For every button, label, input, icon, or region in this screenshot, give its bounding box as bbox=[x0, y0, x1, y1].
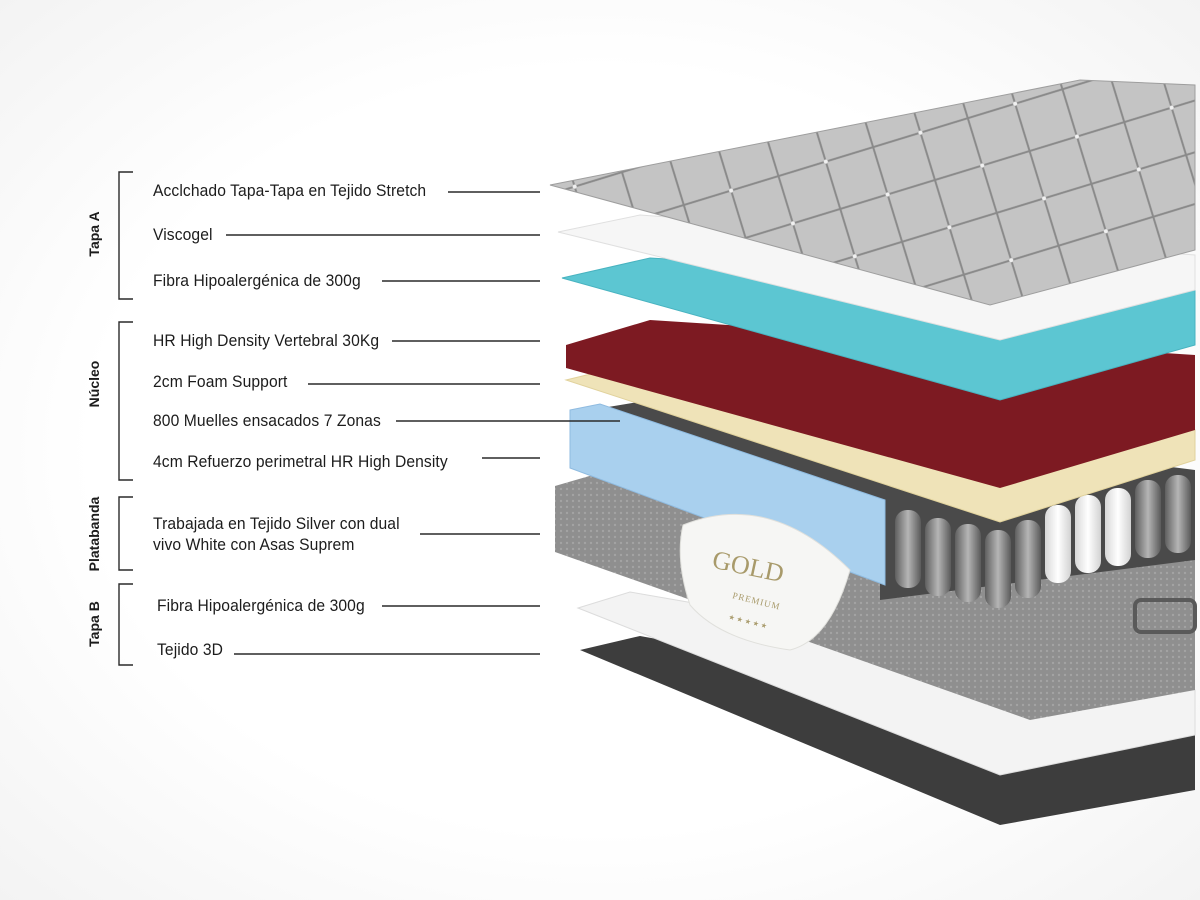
spring-coil bbox=[1165, 475, 1191, 553]
springs bbox=[895, 475, 1191, 608]
springs-area bbox=[590, 400, 1195, 600]
group-label-platabanda: Platabanda bbox=[86, 496, 102, 572]
handle bbox=[1133, 598, 1197, 634]
gold-badge bbox=[679, 513, 851, 651]
layer-label-foam-support: 2cm Foam Support bbox=[153, 372, 288, 391]
layer-fiber-bottom bbox=[576, 591, 1196, 776]
spring-coil bbox=[1105, 488, 1131, 566]
layer-label-tejido-3d: Tejido 3D bbox=[157, 640, 224, 659]
spring-coil bbox=[1135, 480, 1161, 558]
layer-label-perimeter: 4cm Refuerzo perimetral HR High Density bbox=[153, 452, 448, 471]
spring-coil bbox=[895, 510, 921, 588]
layer-label-viscogel: Viscogel bbox=[153, 225, 213, 244]
spring-coil bbox=[925, 518, 951, 596]
layer-label-springs: 800 Muelles ensacados 7 Zonas bbox=[153, 411, 381, 430]
layer-label-quilted-top: Acclchado Tapa-Tapa en Tejido Stretch bbox=[153, 181, 427, 200]
leader-lines bbox=[226, 191, 620, 655]
layer-label-platabanda: Trabajada en Tejido Silver con dual vivo… bbox=[153, 514, 400, 554]
group-label-nucleo: Núcleo bbox=[86, 360, 102, 408]
spring-coil bbox=[1045, 505, 1071, 583]
spring-coil bbox=[955, 524, 981, 602]
layer-quilted-top bbox=[549, 79, 1196, 306]
spring-coil bbox=[1075, 495, 1101, 573]
group-label-tapa-b: Tapa B bbox=[86, 601, 102, 647]
layer-label-fiber-bottom: Fibra Hipoalergénica de 300g bbox=[157, 596, 365, 615]
group-label-tapa-a: Tapa A bbox=[86, 211, 102, 257]
layer-label-fiber-top: Fibra Hipoalergénica de 300g bbox=[153, 271, 361, 290]
layer-label-hr-foam: HR High Density Vertebral 30Kg bbox=[153, 331, 380, 350]
spring-coil bbox=[1015, 520, 1041, 598]
group-brackets bbox=[118, 171, 133, 666]
spring-coil bbox=[985, 530, 1011, 608]
